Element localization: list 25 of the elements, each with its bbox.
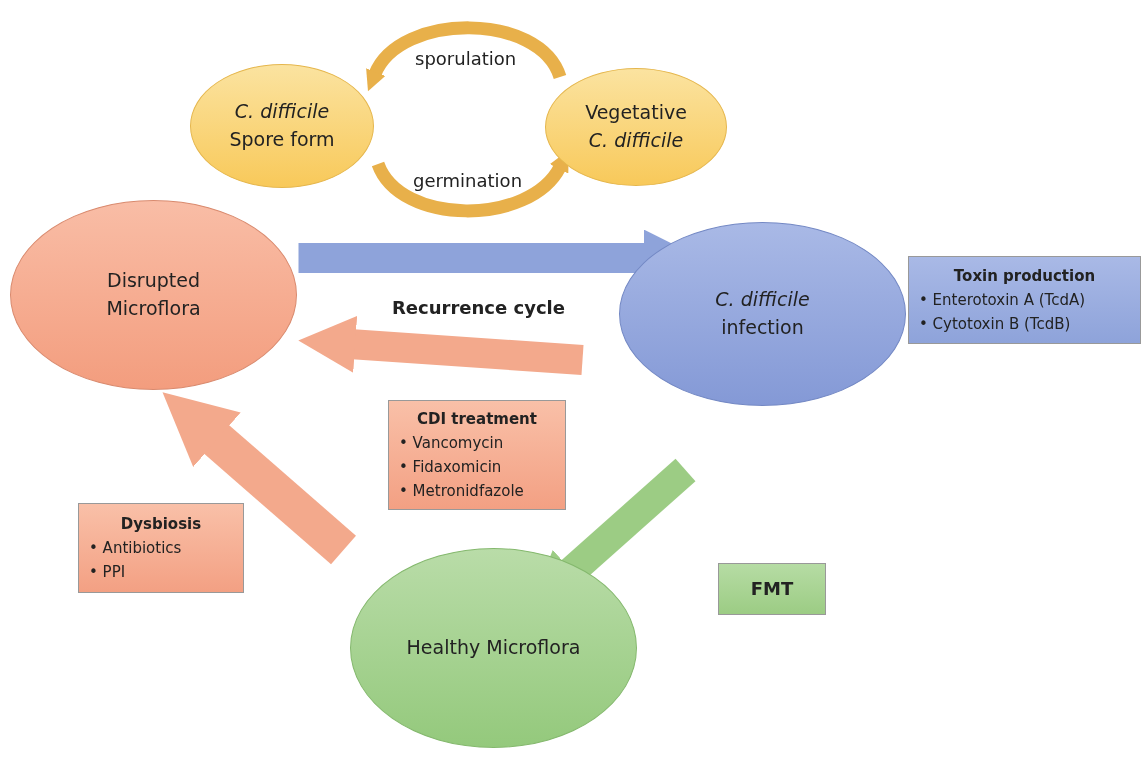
bullet-item: • Cytotoxin B (TcdB): [919, 314, 1072, 335]
box-heading: FMT: [750, 576, 794, 601]
ellipse-label: C. difficile infection: [714, 287, 811, 340]
ellipse-label: Disrupted Microflora: [105, 268, 202, 321]
block-arrow: [162, 392, 356, 565]
bullet-item: • Vancomycin: [399, 433, 505, 454]
bullet-item: • Metronidfazole: [399, 481, 524, 502]
ellipse-label: Healthy Microflora: [406, 635, 581, 661]
box-heading: Dysbiosis: [120, 514, 202, 535]
dysbiosis-box: [78, 503, 244, 593]
block-arrow: [298, 315, 584, 375]
bullet-item: • Enterotoxin A (TcdA): [919, 290, 1086, 311]
bullet-item: • Antibiotics: [89, 538, 182, 559]
bullet-item: • PPI: [89, 562, 127, 583]
bullet-item: • Fidaxomicin: [399, 457, 503, 478]
toxin-production-box: [908, 256, 1141, 344]
box-heading: CDI treatment: [417, 409, 537, 430]
cdi-treatment-box: [388, 400, 566, 510]
box-heading: Toxin production: [953, 266, 1096, 287]
edge-label: germination: [413, 170, 523, 191]
edge-label: sporulation: [415, 48, 517, 69]
ellipse-label: Vegetative C. difficile: [584, 100, 688, 153]
cycle-label: Recurrence cycle: [392, 297, 565, 318]
ellipse-label: C. difficile Spore form: [228, 99, 336, 152]
fmt-box: [718, 563, 826, 615]
